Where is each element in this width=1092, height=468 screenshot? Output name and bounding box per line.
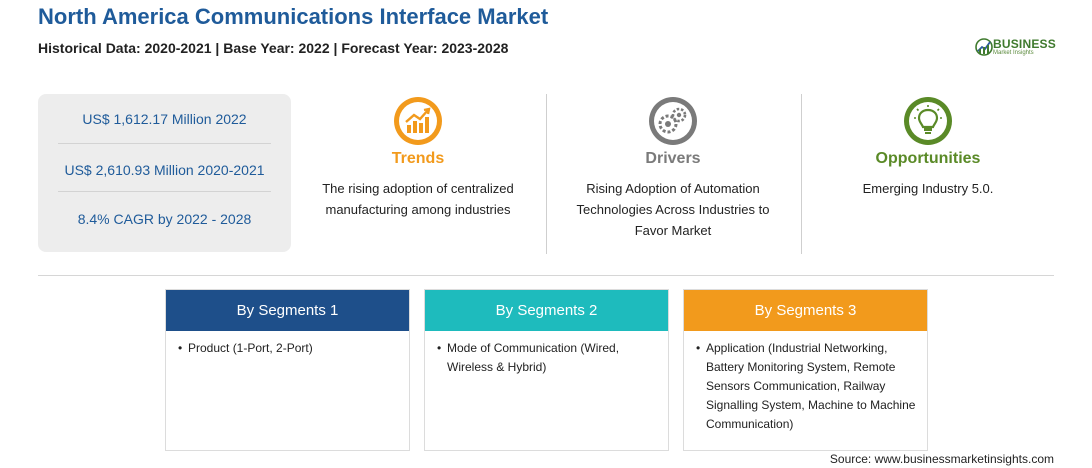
opportunities-column: Opportunities Emerging Industry 5.0.: [803, 94, 1053, 254]
drivers-label: Drivers: [645, 150, 701, 167]
segment-2-title: By Segments 2: [425, 290, 668, 331]
logo-subtext: Market Insights: [993, 50, 1034, 56]
bullet: •: [437, 341, 442, 355]
column-divider: [546, 94, 547, 254]
market-stats-panel: US$ 1,612.17 Million 2022 US$ 2,610.93 M…: [38, 94, 291, 252]
stat-divider: [58, 143, 271, 144]
source-attribution: Source: www.businessmarketinsights.com: [829, 452, 1054, 466]
segment-2-item-text: Mode of Communication (Wired, Wireless &…: [447, 341, 620, 374]
opportunities-label: Opportunities: [875, 150, 981, 167]
segment-3-title: By Segments 3: [684, 290, 927, 331]
segment-3-item-text: Application (Industrial Networking, Batt…: [706, 341, 916, 431]
globe-logo-icon: [975, 38, 993, 56]
page-subtitle: Historical Data: 2020-2021 | Base Year: …: [38, 40, 509, 56]
stat-market-size-historical: US$ 2,610.93 Million 2020-2021: [64, 162, 265, 178]
column-divider: [801, 94, 802, 254]
segment-1-item: • Product (1-Port, 2-Port): [178, 339, 399, 358]
stat-divider: [58, 191, 271, 192]
segment-card-2: By Segments 2 • Mode of Communication (W…: [424, 289, 669, 451]
logo-word: BUSINESS: [993, 37, 1056, 51]
drivers-column: Drivers Rising Adoption of Automation Te…: [548, 94, 798, 254]
trends-label: Trends: [391, 150, 445, 167]
section-divider: [38, 275, 1054, 276]
trends-column: Trends The rising adoption of centralize…: [293, 94, 543, 254]
page-title: North America Communications Interface M…: [38, 4, 549, 29]
lightbulb-icon: [904, 97, 952, 145]
segment-3-item: • Application (Industrial Networking, Ba…: [696, 339, 917, 434]
drivers-description: Rising Adoption of Automation Technologi…: [576, 181, 770, 238]
opportunities-description: Emerging Industry 5.0.: [862, 181, 994, 196]
segment-1-title: By Segments 1: [166, 290, 409, 331]
segment-card-3: By Segments 3 • Application (Industrial …: [683, 289, 928, 451]
bullet: •: [696, 341, 701, 355]
stat-market-size-2022: US$ 1,612.17 Million 2022: [82, 111, 247, 127]
segment-2-item: • Mode of Communication (Wired, Wireless…: [437, 339, 658, 377]
trends-description: The rising adoption of centralized manuf…: [322, 181, 514, 217]
stat-cagr: 8.4% CAGR by 2022 - 2028: [77, 211, 252, 227]
segment-1-item-text: Product (1-Port, 2-Port): [188, 341, 313, 355]
growth-chart-icon: [394, 97, 442, 145]
gears-icon: [649, 97, 697, 145]
segment-card-1: By Segments 1 • Product (1-Port, 2-Port): [165, 289, 410, 451]
bullet: •: [178, 341, 183, 355]
business-market-insights-logo: BUSINESS Market Insights: [974, 34, 1064, 60]
